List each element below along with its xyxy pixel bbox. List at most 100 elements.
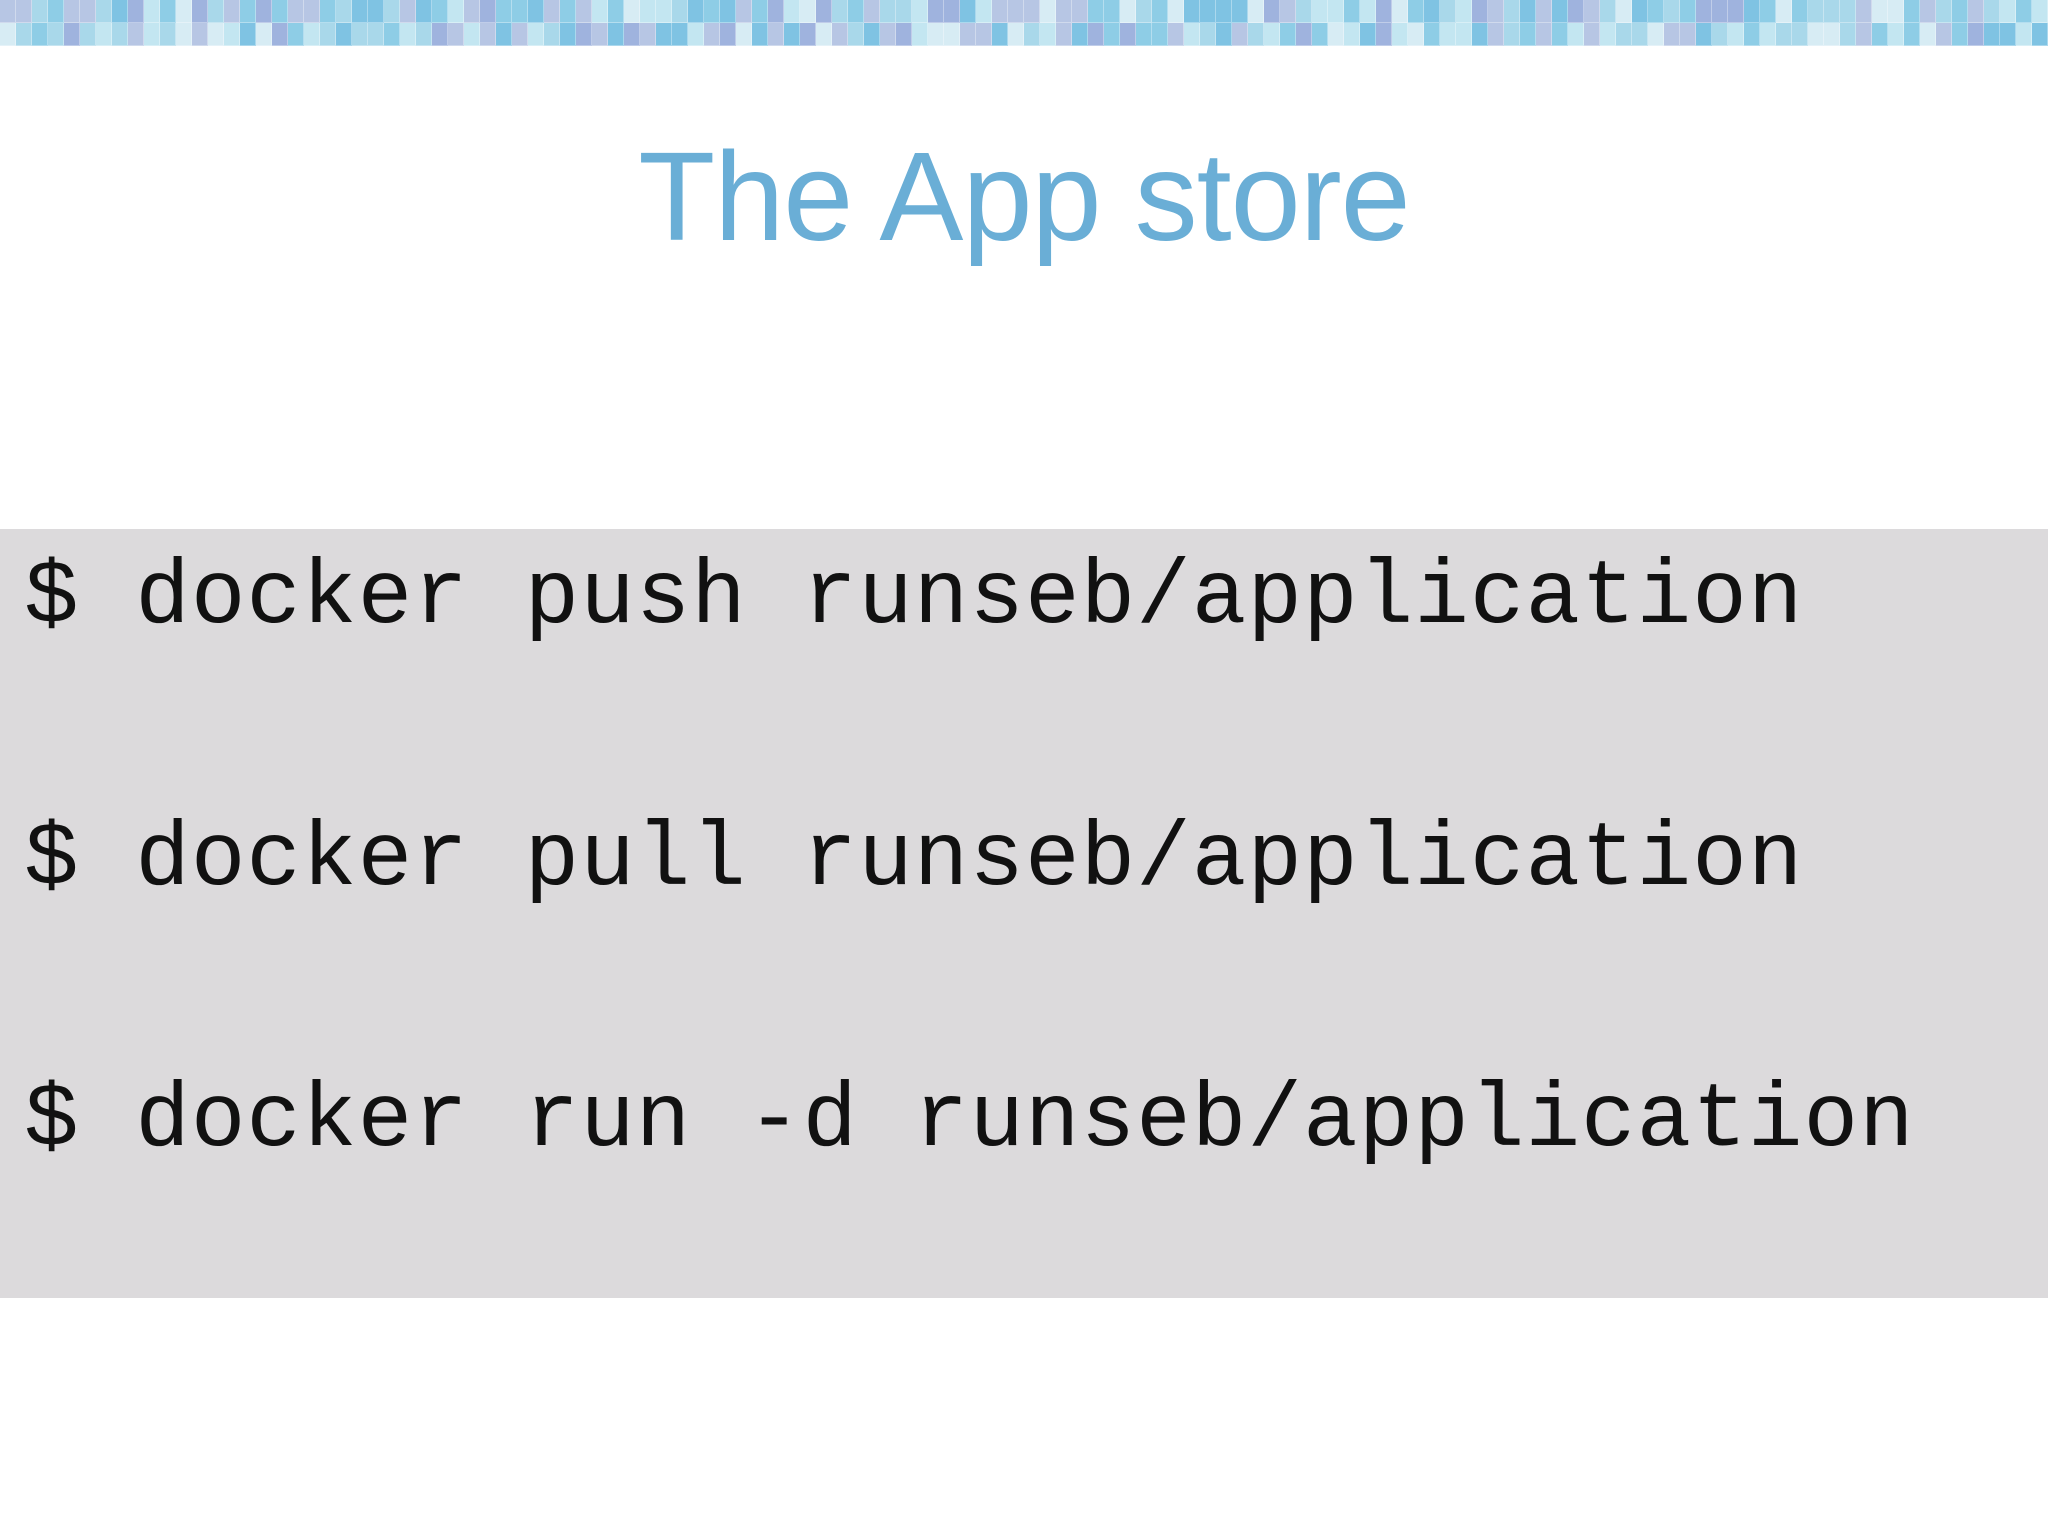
mosaic-tile: [1264, 23, 1280, 46]
mosaic-tile: [1424, 0, 1440, 23]
mosaic-tile: [896, 0, 912, 23]
mosaic-tile: [784, 0, 800, 23]
mosaic-tile: [1616, 0, 1632, 23]
mosaic-tile: [1232, 23, 1248, 46]
mosaic-tile: [1216, 23, 1232, 46]
mosaic-tile: [656, 23, 672, 46]
mosaic-tile: [1120, 0, 1136, 23]
mosaic-tile: [928, 23, 944, 46]
mosaic-tile: [576, 23, 592, 46]
code-block: $ docker push runseb/application $ docke…: [0, 529, 2048, 1298]
mosaic-tile: [1312, 0, 1328, 23]
mosaic-tile: [720, 0, 736, 23]
mosaic-tile: [256, 23, 272, 46]
code-line-pull: $ docker pull runseb/application: [24, 809, 1804, 912]
mosaic-tile: [128, 0, 144, 23]
mosaic-tile: [480, 0, 496, 23]
mosaic-tile: [1488, 23, 1504, 46]
mosaic-tile: [1344, 23, 1360, 46]
mosaic-tile: [1152, 23, 1168, 46]
mosaic-tile: [176, 23, 192, 46]
mosaic-tile: [1408, 0, 1424, 23]
mosaic-tile: [592, 23, 608, 46]
mosaic-tile: [1776, 23, 1792, 46]
mosaic-tile: [816, 23, 832, 46]
mosaic-tile: [384, 23, 400, 46]
mosaic-tile: [672, 23, 688, 46]
mosaic-tile: [1312, 23, 1328, 46]
mosaic-tile: [208, 23, 224, 46]
mosaic-tile: [1648, 23, 1664, 46]
mosaic-tile: [448, 0, 464, 23]
mosaic-tile: [496, 23, 512, 46]
mosaic-tile: [1792, 23, 1808, 46]
mosaic-tile: [1664, 23, 1680, 46]
mosaic-tile: [208, 0, 224, 23]
mosaic-tile: [64, 0, 80, 23]
mosaic-tile: [32, 23, 48, 46]
mosaic-tile: [784, 23, 800, 46]
mosaic-tile: [80, 0, 96, 23]
mosaic-tile: [400, 0, 416, 23]
mosaic-tile: [144, 0, 160, 23]
mosaic-tile: [944, 23, 960, 46]
mosaic-tile: [1584, 23, 1600, 46]
mosaic-tile: [1184, 23, 1200, 46]
mosaic-tile: [1728, 0, 1744, 23]
mosaic-tile: [960, 23, 976, 46]
mosaic-tile: [496, 0, 512, 23]
mosaic-tile: [224, 0, 240, 23]
mosaic-tile: [880, 0, 896, 23]
mosaic-tile: [560, 23, 576, 46]
mosaic-tile: [880, 23, 896, 46]
mosaic-tile: [1952, 0, 1968, 23]
mosaic-tile: [1024, 0, 1040, 23]
mosaic-tile: [1072, 0, 1088, 23]
mosaic-tile: [1296, 23, 1312, 46]
mosaic-tile: [1744, 0, 1760, 23]
mosaic-tile: [864, 0, 880, 23]
mosaic-tile: [1776, 0, 1792, 23]
mosaic-tile: [1200, 23, 1216, 46]
mosaic-tile: [1456, 0, 1472, 23]
mosaic-tile: [192, 0, 208, 23]
mosaic-tile: [1168, 0, 1184, 23]
mosaic-tile: [1888, 0, 1904, 23]
mosaic-tile: [624, 23, 640, 46]
mosaic-tile: [528, 23, 544, 46]
mosaic-tile: [992, 23, 1008, 46]
mosaic-tile: [1712, 23, 1728, 46]
mosaic-tile: [976, 23, 992, 46]
mosaic-tile: [512, 0, 528, 23]
mosaic-tile: [1952, 23, 1968, 46]
mosaic-tile: [96, 0, 112, 23]
mosaic-tile: [752, 23, 768, 46]
mosaic-tile: [768, 23, 784, 46]
mosaic-tile: [1920, 0, 1936, 23]
mosaic-tile: [352, 0, 368, 23]
mosaic-tile: [544, 0, 560, 23]
mosaic-tile: [1936, 23, 1952, 46]
mosaic-tile: [672, 0, 688, 23]
mosaic-tile: [144, 23, 160, 46]
mosaic-tile: [688, 0, 704, 23]
mosaic-tile: [2016, 23, 2032, 46]
mosaic-tile: [1488, 0, 1504, 23]
mosaic-tile: [1104, 23, 1120, 46]
mosaic-tile: [1408, 23, 1424, 46]
mosaic-tile: [1328, 23, 1344, 46]
mosaic-tile: [1088, 23, 1104, 46]
mosaic-tile: [640, 0, 656, 23]
mosaic-banner: [0, 0, 2048, 46]
mosaic-tile: [464, 0, 480, 23]
mosaic-tile: [768, 0, 784, 23]
mosaic-tile: [96, 23, 112, 46]
mosaic-tile: [1616, 23, 1632, 46]
mosaic-row-top: [0, 0, 2048, 23]
mosaic-tile: [368, 23, 384, 46]
mosaic-tile: [1696, 23, 1712, 46]
mosaic-tile: [400, 23, 416, 46]
mosaic-tile: [1600, 23, 1616, 46]
mosaic-tile: [1184, 0, 1200, 23]
mosaic-tile: [1728, 23, 1744, 46]
